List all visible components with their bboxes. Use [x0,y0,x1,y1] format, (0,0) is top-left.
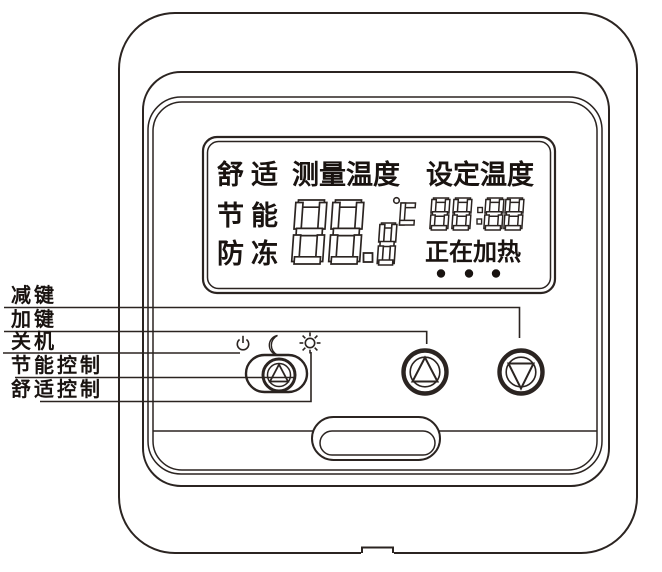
switch-position-icons [236,332,321,356]
callout-lines [3,306,521,403]
lcd-mode-antifreeze: 防冻 [217,239,285,269]
colon-dot [477,206,484,214]
plus-key-callout-line [4,330,428,344]
outer-housing-frame [118,12,638,554]
front-panel-outer-frame [147,96,603,475]
decimal-point [362,252,374,263]
triangle-up-icon [410,355,440,383]
lcd-set-temp-label: 设定温度 [426,160,534,190]
colon-dot [476,218,483,225]
lcd-inner-bezel [206,140,552,290]
lcd-outer-bezel [201,135,557,295]
mode-slide-switch[interactable] [244,353,309,394]
lcd-heating-status: 正在加热 [425,239,521,266]
triangle-down-icon [506,362,536,391]
callout-minus-key: 减键 [11,285,57,307]
up-button[interactable] [401,348,449,396]
celsius-unit [392,196,417,226]
lcd-mode-comfort: 舒适 [217,160,285,190]
callout-power-off: 关机 [11,331,57,353]
time-digits [429,197,525,231]
lcd-mode-eco: 节能 [217,201,285,231]
moon-icon [268,334,278,356]
status-dots [436,269,501,278]
callout-eco-control: 节能控制 [11,355,103,377]
notch-mask [361,549,394,557]
bottom-notch [361,546,394,553]
mid-housing-frame [142,71,610,487]
power-icon [236,335,250,351]
callout-comfort-control: 舒适控制 [11,379,103,401]
sun-icon [299,332,321,354]
temperature-digits [290,199,398,266]
callout-plus-key: 加键 [11,309,57,331]
degree-icon [392,196,401,205]
down-button[interactable] [497,348,545,396]
handle-inner-pill [319,430,436,456]
lcd-measured-temp-label: 测量温度 [292,160,400,190]
minus-key-callout-line [4,306,521,338]
comfort-control-callout-line [40,352,312,403]
front-panel-inner-frame [152,101,598,471]
